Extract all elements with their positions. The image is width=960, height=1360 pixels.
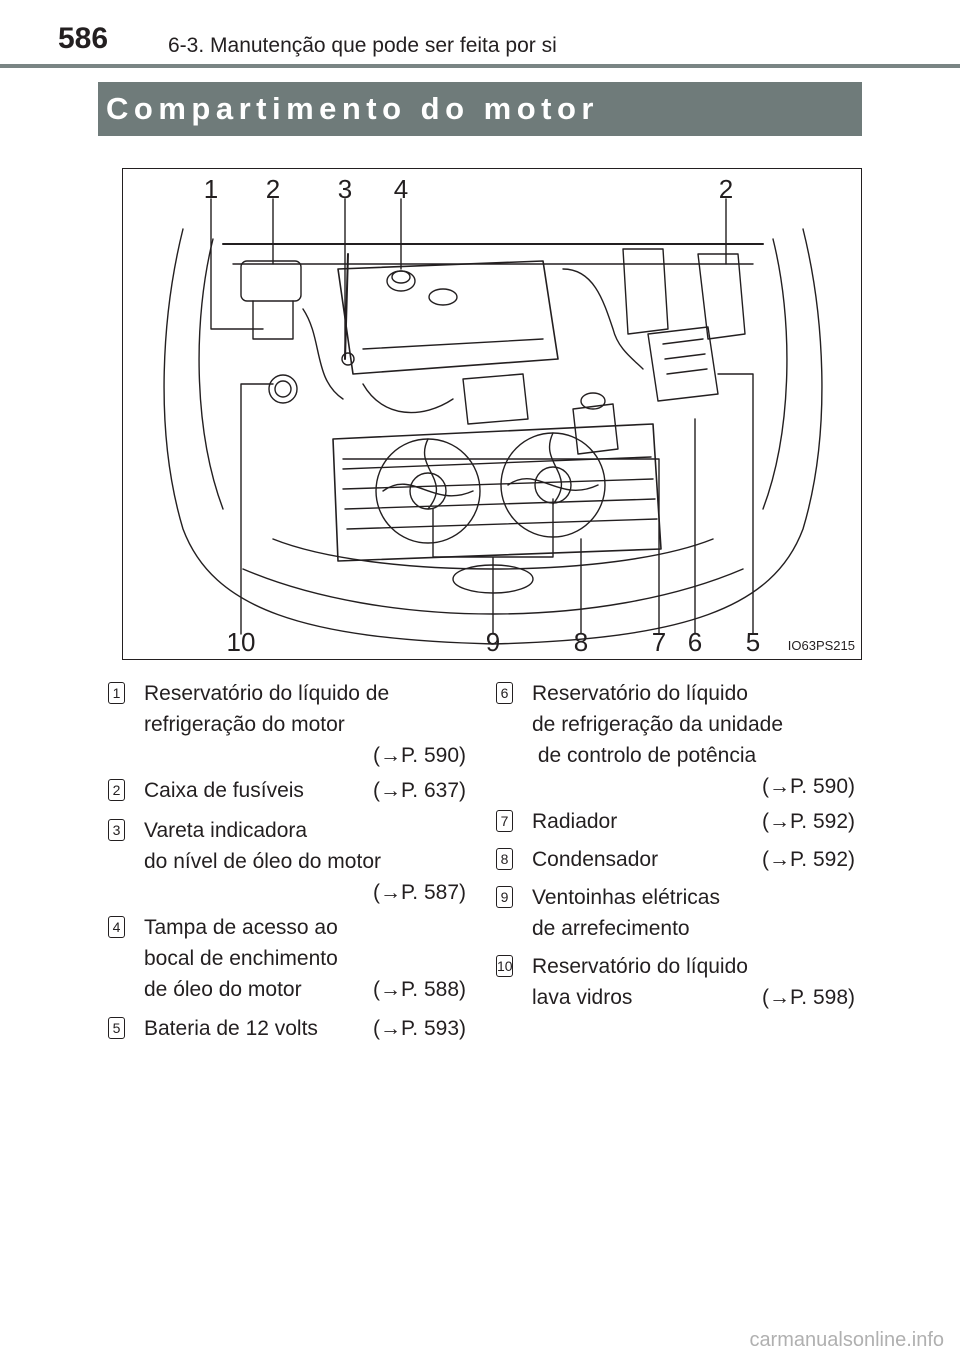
legend-description: Ventoinhas elétricas de arrefecimento: [532, 882, 720, 944]
legend-line: de refrigeração da unidade: [532, 713, 784, 736]
legend-description: Radiador: [532, 806, 617, 837]
legend-line: Ventoinhas elétricas: [532, 886, 720, 909]
page-reference: (→P. 592): [762, 810, 855, 833]
callout-2: 2: [266, 174, 280, 204]
legend-line: Radiador: [532, 810, 618, 833]
legend-number-badge: 6: [496, 682, 513, 704]
legend-description: Condensador: [532, 844, 658, 875]
legend-number-badge: 10: [496, 955, 513, 977]
legend-line: Bateria de 12 volts: [144, 1017, 318, 1040]
legend-line: Reservatório do líquido de: [144, 682, 390, 705]
callout-6: 6: [688, 627, 702, 657]
callout-10: 10: [227, 627, 256, 657]
legend-number-badge: 9: [496, 886, 513, 908]
page-reference: (→P. 590): [373, 744, 466, 767]
legend-line: Caixa de fusíveis: [144, 779, 304, 802]
legend-description: Vareta indicadora do nível de óleo do mot…: [144, 815, 381, 877]
page-reference: (→P. 598): [762, 986, 855, 1009]
legend-line: Vareta indicadora: [144, 819, 308, 842]
legend-line: Condensador: [532, 848, 659, 871]
legend-line: lava vidros: [532, 986, 633, 1009]
figure-code: IO63PS215: [787, 638, 855, 653]
legend-description: Caixa de fusíveis: [144, 775, 304, 806]
legend-line: Reservatório do líquido: [532, 955, 748, 978]
watermark: carmanualsonline.info: [749, 1329, 944, 1351]
page-reference: (→P. 592): [762, 848, 855, 871]
legend-description: Bateria de 12 volts: [144, 1013, 318, 1044]
legend-description: Tampa de acesso ao bocal de enchimento de …: [144, 912, 338, 1005]
legend-line: de arrefecimento: [532, 917, 690, 940]
callout-2b: 2: [719, 174, 733, 204]
legend-line: Tampa de acesso ao: [144, 916, 338, 939]
legend-line: Reservatório do líquido: [532, 682, 748, 705]
legend-number-badge: 7: [496, 810, 513, 832]
page-reference: (→P. 587): [373, 881, 466, 904]
callout-7: 7: [652, 627, 666, 657]
page-number: 586: [58, 22, 109, 55]
page-reference: (→P. 588): [373, 978, 466, 1001]
legend-line: refrigeração do motor: [144, 713, 345, 736]
legend-number-badge: 2: [108, 779, 125, 801]
callout-9: 9: [486, 627, 500, 657]
callout-labels: 1 2 3 4 2 10 9 8 7 6 5: [204, 174, 760, 657]
callout-4: 4: [394, 174, 408, 204]
legend-number-badge: 1: [108, 682, 125, 704]
page-reference: (→P. 593): [373, 1017, 466, 1040]
legend-line: de óleo do motor: [144, 978, 302, 1001]
legend-description: Reservatório do líquido lava vidros: [532, 951, 748, 1013]
header-rule: [0, 64, 960, 68]
legend-description: Reservatório do líquido de refrigeração d…: [144, 678, 389, 740]
legend-number-badge: 5: [108, 1017, 125, 1039]
legend-line: do nível de óleo do motor: [144, 850, 381, 873]
legend-line: bocal de enchimento: [144, 947, 338, 970]
callout-5: 5: [746, 627, 760, 657]
legend-number-badge: 8: [496, 848, 513, 870]
engine-illustration: [163, 198, 823, 645]
legend-description: Reservatório do líquido de refrigeração d…: [532, 678, 783, 771]
page-reference: (→P. 637): [373, 779, 466, 802]
section-header: 6-3. Manutenção que pode ser feita por s…: [168, 34, 557, 57]
page-reference: (→P. 590): [762, 775, 855, 798]
engine-compartment-figure: 1 2 3 4 2 10 9 8 7 6 5 IO63PS215: [122, 168, 862, 660]
callout-3: 3: [338, 174, 352, 204]
legend-number-badge: 4: [108, 916, 125, 938]
legend-number-badge: 3: [108, 819, 125, 841]
callout-8: 8: [574, 627, 588, 657]
callout-1: 1: [204, 174, 218, 204]
legend-line: de controlo de potência: [532, 744, 757, 767]
page-title: Compartimento do motor: [98, 82, 862, 136]
